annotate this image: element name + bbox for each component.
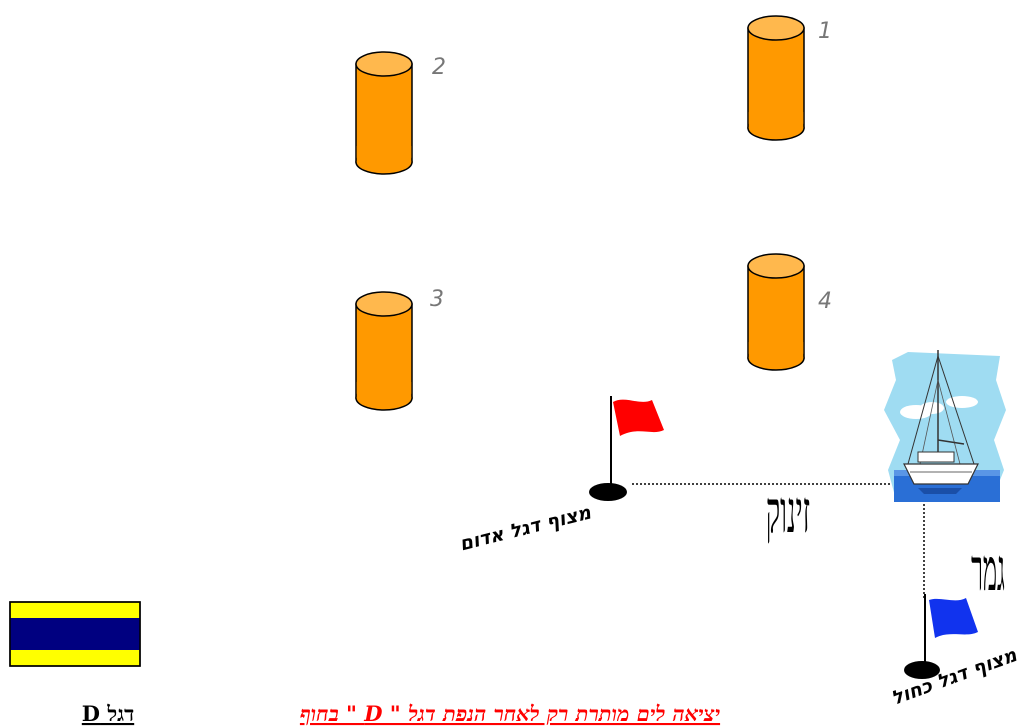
buoy-1-number: 1 <box>818 19 832 44</box>
blue-flag-buoy-label: מצוף דגל כחול <box>888 644 1020 710</box>
sailboat-icon <box>884 350 1006 502</box>
buoy-3: 3 <box>356 287 444 410</box>
red-flag-buoy-label: מצוף דגל אדום <box>457 501 594 555</box>
buoy-4-number: 4 <box>818 289 832 314</box>
buoy-2: 2 <box>356 52 446 174</box>
red-flag-buoy <box>589 396 664 501</box>
start-label: זינוק <box>766 478 810 546</box>
finish-label: גמר <box>971 535 1005 604</box>
flag-d-icon <box>10 602 140 666</box>
buoy-2-number: 2 <box>432 55 446 80</box>
buoy-3-number: 3 <box>430 287 444 312</box>
buoy-1: 1 <box>748 16 832 140</box>
red-flag-icon <box>613 400 664 436</box>
flag-d-caption: דגל D <box>82 701 134 726</box>
beach-instruction: יציאה לים מותרת רק לאחר הנפת דגל " D " ב… <box>300 701 721 726</box>
buoy-4: 4 <box>748 254 832 370</box>
